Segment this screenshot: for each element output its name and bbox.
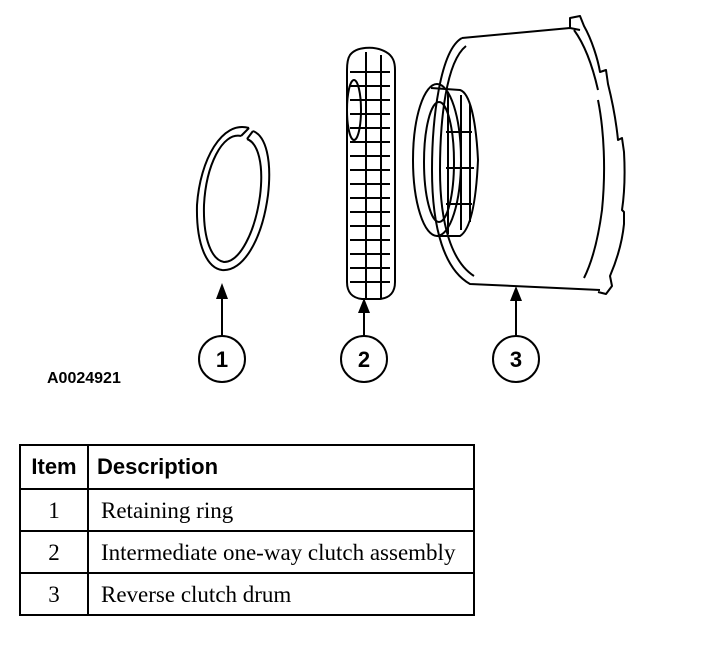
- row-item-number: 3: [19, 572, 89, 616]
- table-row: 1 Retaining ring: [19, 488, 475, 532]
- row-description: Intermediate one-way clutch assembly: [87, 530, 475, 574]
- callout-circle-2: [340, 335, 388, 383]
- callout-label-1: 1: [216, 347, 228, 372]
- callout-label-3: 3: [510, 347, 522, 372]
- header-item: Item: [19, 444, 89, 490]
- reverse-clutch-drum-part: [412, 15, 626, 295]
- header-description: Description: [87, 444, 475, 490]
- callout-circle-1: [198, 335, 246, 383]
- row-description: Reverse clutch drum: [87, 572, 475, 616]
- row-item-number: 1: [19, 488, 89, 532]
- exploded-parts-illustration: 1 2 3: [195, 15, 626, 383]
- retaining-ring-part: [195, 125, 271, 272]
- figure-id: A0024921: [47, 370, 121, 387]
- callout-label-2: 2: [358, 347, 370, 372]
- table-row: 2 Intermediate one-way clutch assembly: [19, 530, 475, 574]
- legend-header-row: Item Description: [19, 444, 475, 490]
- callout-circle-3: [492, 335, 540, 383]
- one-way-clutch-part: [346, 46, 396, 300]
- callout-arrows: [221, 296, 517, 336]
- row-description: Retaining ring: [87, 488, 475, 532]
- legend-table: Item Description 1 Retaining ring 2 Inte…: [19, 444, 475, 616]
- table-row: 3 Reverse clutch drum: [19, 572, 475, 616]
- row-item-number: 2: [19, 530, 89, 574]
